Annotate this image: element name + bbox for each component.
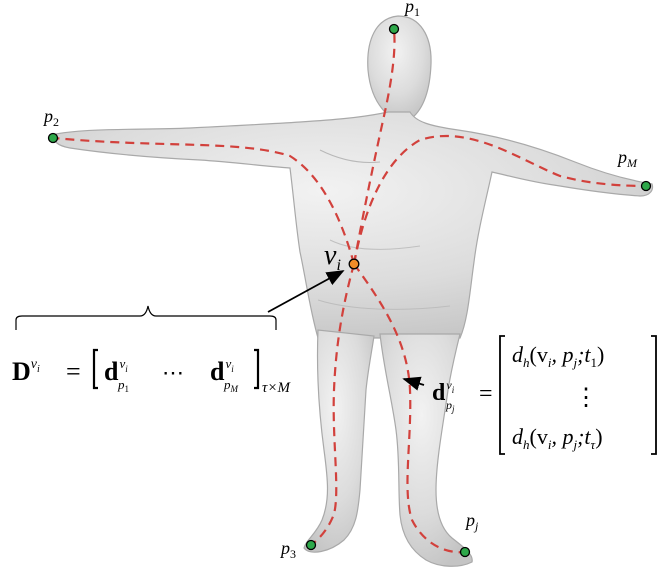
D-size: τ×M (262, 380, 291, 396)
label-pM: pM (616, 147, 638, 170)
d-left-bracket (500, 336, 505, 454)
D-lhs: Dvi (12, 357, 40, 386)
D-right-bracket (254, 350, 258, 388)
vector-d-equation: dvi pj = dh(vi, pj;t1) ⋮ dh(vi, pj;tτ) (432, 336, 656, 454)
landmark-p3 (307, 541, 316, 550)
D-equals: = (66, 357, 81, 386)
left-leg (304, 330, 374, 552)
landmark-pj (461, 548, 470, 557)
D-first-col: dvi (104, 356, 128, 386)
d-vdots: ⋮ (574, 385, 598, 411)
D-dots: ⋯ (162, 360, 184, 385)
d-row1: dh(vi, pj;t1) (512, 342, 604, 370)
landmark-p2 (49, 134, 58, 143)
label-p2: p2 (42, 106, 59, 129)
D-first-col-sub: p1 (117, 377, 129, 394)
landmark-p1 (390, 25, 399, 34)
vertex-vi (349, 259, 359, 269)
D-left-bracket (94, 350, 98, 388)
head (368, 16, 431, 118)
D-last-col: dvi (210, 356, 234, 386)
matrix-D-equation: Dvi = dvi p1 ⋯ dvi pM τ×M (12, 350, 291, 396)
landmark-pM (642, 182, 651, 191)
d-equals: = (479, 381, 493, 407)
d-row3: dh(vi, pj;tτ) (512, 424, 603, 452)
brace (16, 306, 276, 330)
label-p3: p3 (279, 538, 296, 561)
human-body (54, 16, 653, 566)
torso-arms (54, 112, 653, 338)
D-last-col-sub: pM (223, 377, 239, 394)
label-p1: p1 (403, 0, 420, 19)
right-leg (380, 334, 472, 566)
d-right-bracket (651, 336, 656, 454)
d-lhs-sub: pj (445, 398, 455, 414)
label-pj: pj (464, 510, 479, 533)
